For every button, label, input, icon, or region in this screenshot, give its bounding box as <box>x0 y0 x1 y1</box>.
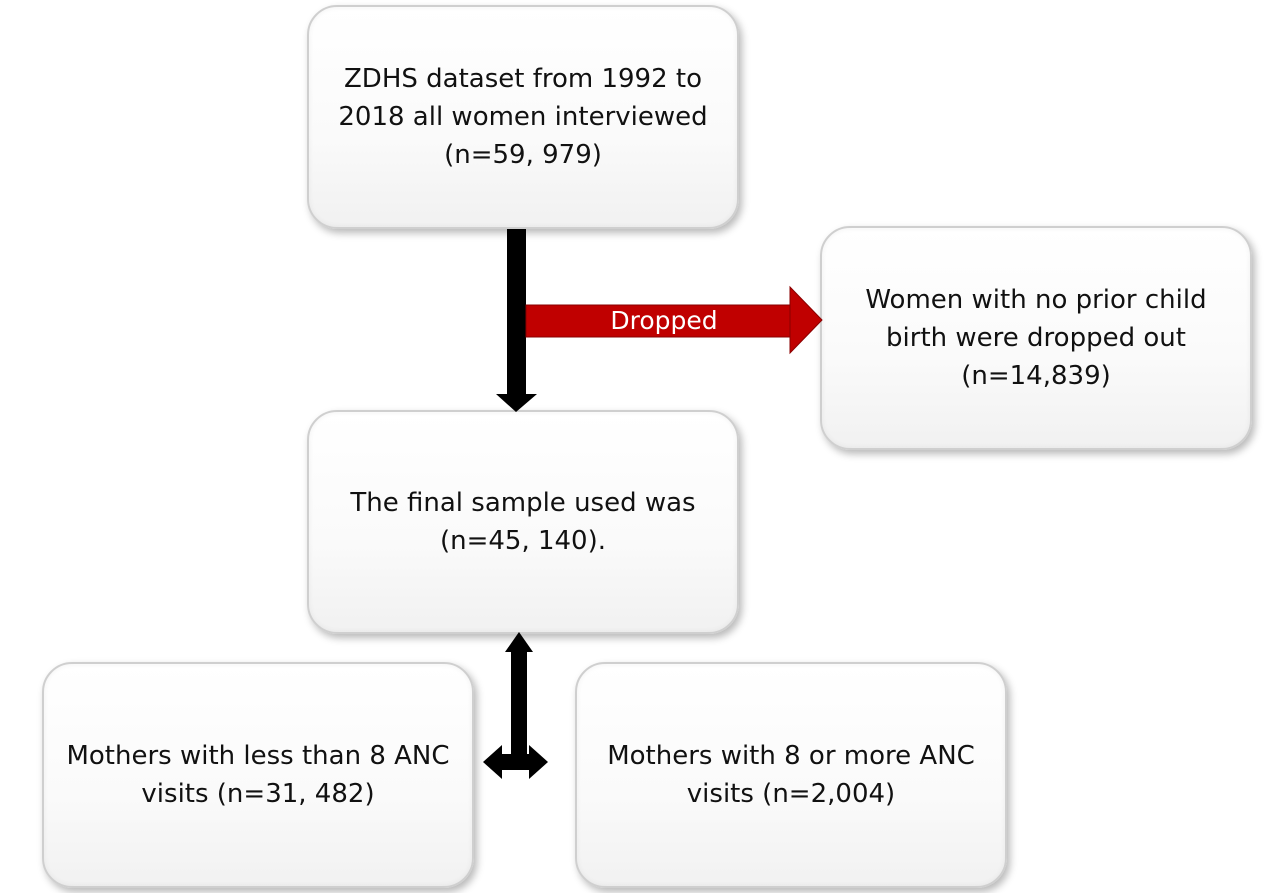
main-down-arrow <box>496 229 537 412</box>
split-arrow <box>483 632 548 779</box>
less-than-8-anc-text: Mothers with less than 8 ANC visits (n=3… <box>66 741 450 809</box>
dropped-women-box: Women with no prior child birth were dro… <box>820 226 1252 450</box>
dropped-women-text: Women with no prior child birth were dro… <box>865 285 1207 391</box>
final-sample-box: The final sample used was (n=45, 140). <box>307 410 739 634</box>
dropped-label: Dropped <box>610 306 717 335</box>
final-sample-text: The final sample used was (n=45, 140). <box>350 488 696 556</box>
source-dataset-box: ZDHS dataset from 1992 to 2018 all women… <box>307 5 739 229</box>
less-than-8-anc-box: Mothers with less than 8 ANC visits (n=3… <box>42 662 474 888</box>
dropped-arrow: Dropped <box>525 285 823 355</box>
eight-or-more-anc-text: Mothers with 8 or more ANC visits (n=2,0… <box>607 741 975 809</box>
source-dataset-text: ZDHS dataset from 1992 to 2018 all women… <box>338 64 708 170</box>
eight-or-more-anc-box: Mothers with 8 or more ANC visits (n=2,0… <box>575 662 1007 888</box>
